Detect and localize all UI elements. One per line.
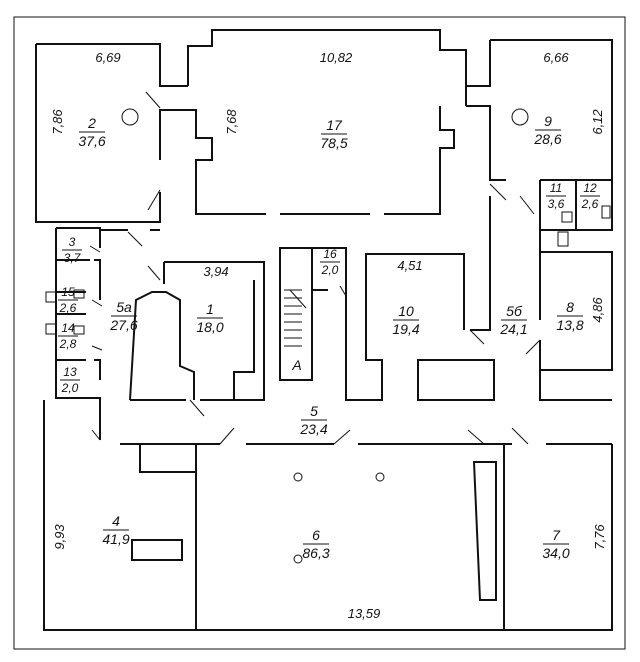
room-12-label: 122,6 bbox=[580, 181, 600, 211]
room-11-label: 113,6 bbox=[546, 181, 566, 211]
room-16-label: 162,0 bbox=[320, 247, 340, 277]
room-6-area: 86,3 bbox=[302, 545, 329, 561]
room-17-area: 78,5 bbox=[320, 135, 347, 151]
dim-room-4-left: 9,93 bbox=[52, 524, 67, 550]
toilet-icons bbox=[45, 205, 611, 335]
room-5-label: 523,4 bbox=[299, 403, 327, 437]
room-8-label: 813,8 bbox=[556, 299, 583, 333]
wall-left-wc bbox=[55, 227, 101, 440]
dim-room-17-top: 10,82 bbox=[320, 50, 353, 65]
room-16-area: 2,0 bbox=[321, 263, 339, 277]
room-2-area: 37,6 bbox=[78, 133, 105, 149]
dim-room-9-top: 6,66 bbox=[543, 50, 569, 65]
room-5-number: 5 bbox=[310, 403, 318, 419]
room-15-label: 152,6 bbox=[58, 285, 78, 315]
wall-room-17 bbox=[182, 29, 467, 215]
stair-steps bbox=[284, 289, 307, 347]
room-10-label: 10 19,4 bbox=[392, 303, 419, 337]
wall-rooms-11-12 bbox=[539, 180, 602, 252]
room-15-area: 2,6 bbox=[59, 301, 77, 315]
wall-room-4 bbox=[43, 400, 197, 631]
room-2-label: 237,6 bbox=[78, 115, 105, 149]
wall-room-10 bbox=[345, 253, 495, 401]
column-room-2 bbox=[121, 108, 139, 126]
dim-room-1-top: 3,94 bbox=[203, 264, 228, 279]
room-1-label: 118,0 bbox=[196, 301, 223, 335]
room-13-area: 2,0 bbox=[61, 381, 79, 395]
room-2-number: 2 bbox=[87, 115, 96, 131]
room-9-number: 9 bbox=[544, 113, 552, 129]
room-14-number: 14 bbox=[61, 321, 75, 335]
wall-room-8 bbox=[539, 251, 613, 371]
wall-room-16 bbox=[312, 247, 347, 291]
room-15-number: 15 bbox=[61, 285, 75, 299]
room-7-area: 34,0 bbox=[542, 545, 569, 561]
column-room-6-a bbox=[293, 472, 303, 482]
room-6-label: 686,3 bbox=[302, 527, 329, 561]
wall-room-6 bbox=[196, 444, 613, 631]
wall-stair bbox=[279, 247, 313, 381]
room-6-number: 6 bbox=[312, 527, 320, 543]
room-5a-area: 27,6 bbox=[109, 317, 137, 333]
room-9-label: 928,6 bbox=[533, 113, 561, 147]
dim-room-9-right: 6,12 bbox=[590, 109, 605, 135]
room-7-label: 734,0 bbox=[542, 527, 569, 561]
room-3-number: 3 bbox=[69, 235, 76, 249]
room-10-area: 19,4 bbox=[392, 321, 419, 337]
wall-room-2 bbox=[35, 43, 188, 223]
door-swings bbox=[89, 91, 541, 445]
room-7-number: 7 bbox=[552, 527, 561, 543]
dim-room-17-left: 7,68 bbox=[224, 109, 239, 135]
dim-room-8-right: 4,86 bbox=[590, 297, 605, 323]
room-16-number: 16 bbox=[323, 247, 337, 261]
room-13-number: 13 bbox=[63, 365, 77, 379]
room-4-number: 4 bbox=[112, 513, 120, 529]
dim-room-2-top: 6,69 bbox=[95, 50, 120, 65]
wall-room-5b bbox=[539, 370, 612, 401]
room-17-number: 17 bbox=[326, 117, 343, 133]
room-8-number: 8 bbox=[566, 299, 574, 315]
column-room-6-c bbox=[293, 554, 303, 564]
room-4-area: 41,9 bbox=[102, 531, 129, 547]
room-8-area: 13,8 bbox=[556, 317, 583, 333]
column-room-9 bbox=[511, 108, 529, 126]
dim-room-6-bottom: 13,59 bbox=[348, 606, 381, 621]
room-12-number: 12 bbox=[583, 181, 597, 195]
room-5-area: 23,4 bbox=[299, 421, 327, 437]
room-13-label: 132,0 bbox=[60, 365, 80, 395]
dim-room-2-left: 7,86 bbox=[50, 109, 65, 135]
room-14-label: 142,8 bbox=[58, 321, 78, 351]
room-14-area: 2,8 bbox=[59, 337, 77, 351]
room-3-area: 3,7 bbox=[64, 251, 82, 265]
room-5b-area: 24,1 bbox=[499, 321, 527, 337]
room-1-area: 18,0 bbox=[196, 319, 223, 335]
room-11-number: 11 bbox=[550, 181, 562, 195]
room-17-label: 17 78,5 bbox=[320, 117, 347, 151]
room-3-label: 33,7 bbox=[62, 235, 82, 265]
room-10-number: 10 bbox=[398, 303, 414, 319]
room-5b-label: 5б 24,1 bbox=[499, 303, 527, 337]
stair-label: А bbox=[291, 357, 301, 373]
dim-room-7-right: 7,76 bbox=[592, 524, 607, 550]
column-room-6-b bbox=[375, 472, 385, 482]
room-12-area: 2,6 bbox=[581, 197, 599, 211]
room-1-number: 1 bbox=[206, 301, 214, 317]
room-4-label: 441,9 bbox=[102, 513, 129, 547]
room-9-area: 28,6 bbox=[533, 131, 561, 147]
wall-room-1 bbox=[129, 261, 265, 401]
room-5a-label: 5а 27,6 bbox=[109, 299, 137, 333]
drawing-frame bbox=[13, 16, 626, 650]
wall-room-7 bbox=[472, 444, 505, 630]
room-5a-number: 5а bbox=[116, 299, 132, 315]
room-5b-number: 5б bbox=[506, 303, 523, 319]
room-11-area: 3,6 bbox=[548, 197, 565, 211]
dim-room-10-top: 4,51 bbox=[397, 258, 422, 273]
